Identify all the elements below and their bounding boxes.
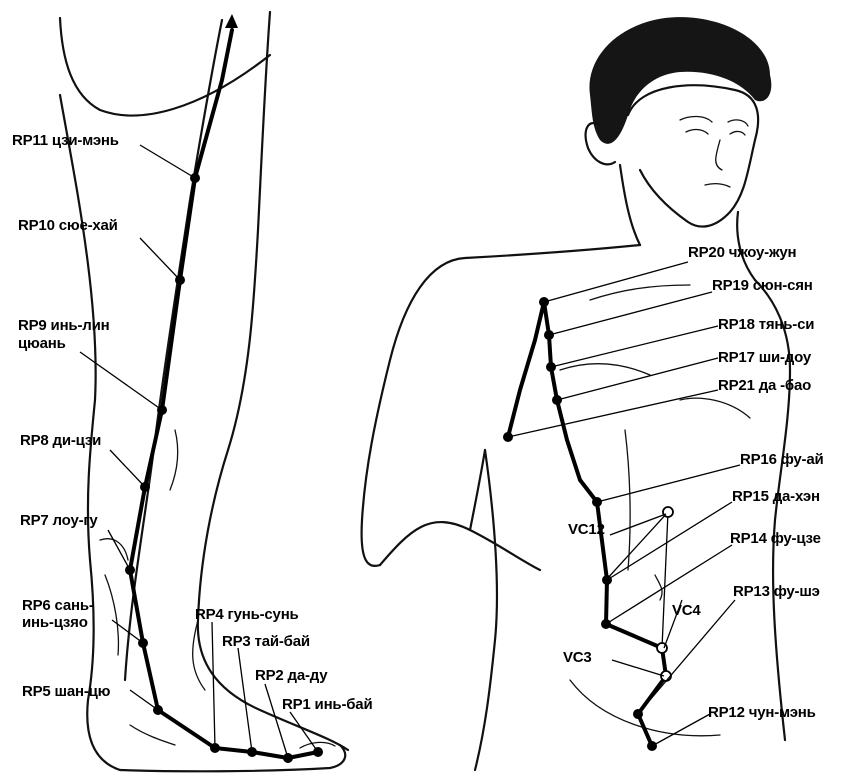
- calf-line: [105, 575, 118, 655]
- leader-vc12: [610, 514, 666, 535]
- label-rp3: RP3 тай-бай: [222, 634, 310, 649]
- label-rp6-line1: RP6 сань-: [22, 598, 94, 613]
- heel-line: [130, 725, 175, 745]
- leader-rp8: [110, 450, 145, 487]
- label-vc3: VC3: [563, 650, 592, 665]
- leg-groin-curve: [60, 18, 270, 115]
- label-rp8: RP8 ди-цзи: [20, 433, 101, 448]
- midline: [625, 430, 630, 570]
- leader-rp16: [597, 465, 740, 502]
- inner-arm: [470, 450, 485, 530]
- label-rp4: RP4 гунь-сунь: [195, 607, 299, 622]
- label-rp9-line1: RP9 инь-лин: [18, 318, 109, 333]
- nose: [716, 140, 722, 170]
- mouth: [705, 184, 730, 187]
- leader-rp11: [140, 145, 195, 178]
- leader-rp18: [551, 326, 718, 367]
- right-pectoral: [680, 398, 750, 418]
- label-rp15: RP15 да-хэн: [732, 489, 820, 504]
- clavicle: [590, 285, 690, 300]
- label-rp17: RP17 ши-доу: [718, 350, 811, 365]
- left-pectoral: [560, 364, 650, 375]
- point-vc12: [663, 507, 673, 517]
- eyebrow-left: [680, 116, 712, 122]
- label-rp16: RP16 фу-ай: [740, 452, 824, 467]
- leader-rp4: [212, 622, 215, 748]
- label-rp14: RP14 фу-цзе: [730, 531, 821, 546]
- meridian-arrow-up: [225, 14, 238, 28]
- navel: [655, 575, 662, 600]
- label-rp11: RP11 цзи-мэнь: [12, 133, 119, 148]
- label-rp19: RP19 сюн-сян: [712, 278, 813, 293]
- label-rp9-line2: цюань: [18, 336, 66, 351]
- label-rp21: RP21 да -бао: [718, 378, 811, 393]
- label-rp1: RP1 инь-бай: [282, 697, 372, 712]
- label-rp20: RP20 чжоу-жун: [688, 245, 796, 260]
- hair: [589, 17, 771, 144]
- face-contour: [628, 85, 758, 226]
- label-vc4: VC4: [672, 603, 701, 618]
- label-rp7: RP7 лоу-гу: [20, 513, 98, 528]
- leg-inner-front-line: [125, 20, 222, 680]
- eye-right: [730, 131, 745, 135]
- leader-vc3: [612, 660, 664, 676]
- eyebrow-right: [728, 120, 748, 126]
- leader-rp19: [549, 292, 712, 335]
- leader-rp14: [606, 545, 732, 624]
- meridian-branch-rp21: [508, 302, 544, 437]
- neck-left: [620, 165, 640, 245]
- leader-rp10: [140, 238, 180, 280]
- leader-rp20: [544, 262, 688, 302]
- label-rp2: RP2 да-ду: [255, 668, 327, 683]
- leg-figure: [60, 12, 348, 771]
- label-rp18: RP18 тянь-си: [718, 317, 814, 332]
- left-torso-side: [475, 450, 497, 770]
- label-rp5: RP5 шан-цю: [22, 684, 110, 699]
- leader-rp12: [652, 714, 710, 746]
- leader-rp7: [108, 530, 130, 570]
- label-rp10: RP10 сюе-хай: [18, 218, 118, 233]
- leader-rp9: [80, 352, 162, 410]
- forearm-behind: [380, 522, 540, 570]
- label-rp6-line2: инь-цзяо: [22, 615, 88, 630]
- label-rp13: RP13 фу-шэ: [733, 584, 820, 599]
- leader-rp21: [508, 390, 718, 437]
- knee-detail: [170, 430, 178, 490]
- eye-left: [686, 130, 708, 134]
- label-rp12: RP12 чун-мэнь: [708, 705, 816, 720]
- label-vc12: VC12: [568, 522, 605, 537]
